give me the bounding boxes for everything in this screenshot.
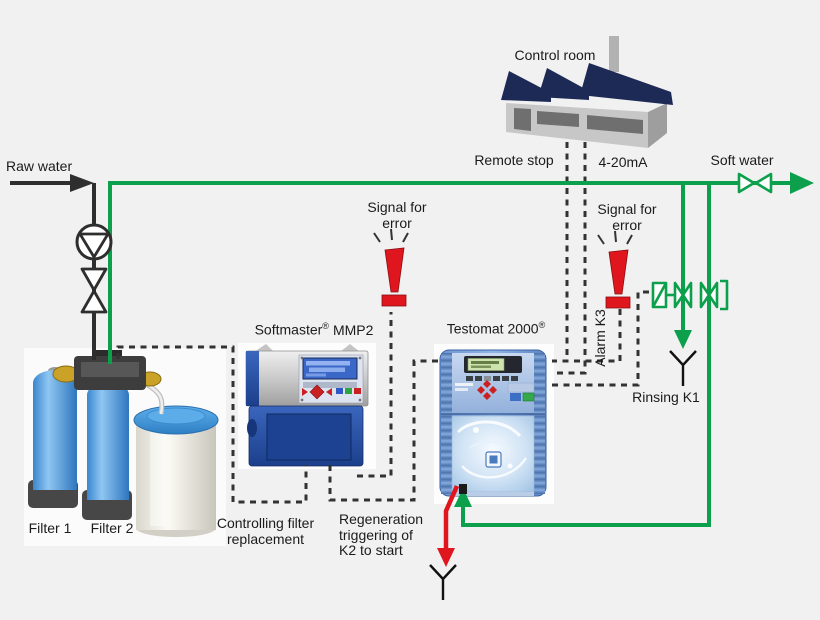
soft-water-valve-icon [737,172,773,194]
controlling-filter-label: Controlling filter replacement [216,515,315,547]
testomat-name: Testomat 2000 [446,320,539,337]
testomat-label: Testomat 2000® [436,320,556,337]
regeneration-label: Regeneration triggering of K2 to start [339,511,424,559]
error-signal-icon-left [373,228,409,307]
rinsing-k1-label: Rinsing K1 [632,389,700,405]
raw-water-line [10,174,96,360]
signal-for-error-label-right: Signal for error [597,201,657,233]
registered-mark: ® [322,321,329,331]
regeneration-trigger-line [328,359,438,502]
drain-funnel-icon-rinsing [669,350,697,386]
manual-valve-icon [80,267,108,314]
filter-2-label: Filter 2 [90,520,134,536]
testomat-device [434,344,554,504]
testomat-inlet-arrow [454,488,472,507]
filter-1-label: Filter 1 [28,520,72,536]
pump-icon [75,223,113,261]
alarm-k3-line [552,309,622,363]
registered-mark: ® [538,320,546,330]
current-signal-label: 4-20mA [598,154,648,170]
softmaster-name: Softmaster [254,321,323,338]
soft-water-label: Soft water [710,152,774,168]
current-loop-line [552,142,587,375]
softmaster-keypad [309,384,325,400]
softmaster-model: MMP2 [332,321,374,338]
signal-for-error-label-left: Signal for error [367,199,427,231]
softmaster-device [238,343,376,469]
testomat-drain-port [459,484,467,494]
rinsing-valve-k1-icon [651,281,693,309]
control-room-factory-icon [501,36,673,148]
error-signal-icon-right [597,230,633,309]
solenoid-valve-icon [699,279,729,311]
filter-control-head [52,350,162,390]
regeneration-waste-line [437,485,460,567]
soft-water-line [108,181,792,364]
soft-water-arrow [790,172,814,194]
filter-2-vessel [82,382,132,520]
remote-stop-label: Remote stop [474,152,554,168]
rinsing-valve-control-line [552,290,652,387]
error-signal-line-softmaster [357,312,393,478]
duplex-filter-icon [24,348,226,546]
softmaster-label: Softmaster®MMP2 [244,321,384,338]
rinse-arrow [674,330,692,349]
testomat-logo [477,380,497,400]
control-room-label: Control room [514,47,596,63]
drain-funnel-icon-waste [429,564,457,600]
alarm-k3-label: Alarm K3 [592,309,608,367]
raw-water-label: Raw water [6,158,73,174]
brine-tank-icon [133,405,219,537]
filter-1-vessel [28,367,78,508]
regeneration-feed-line [461,185,711,527]
filter-replacement-control-line [116,345,308,504]
